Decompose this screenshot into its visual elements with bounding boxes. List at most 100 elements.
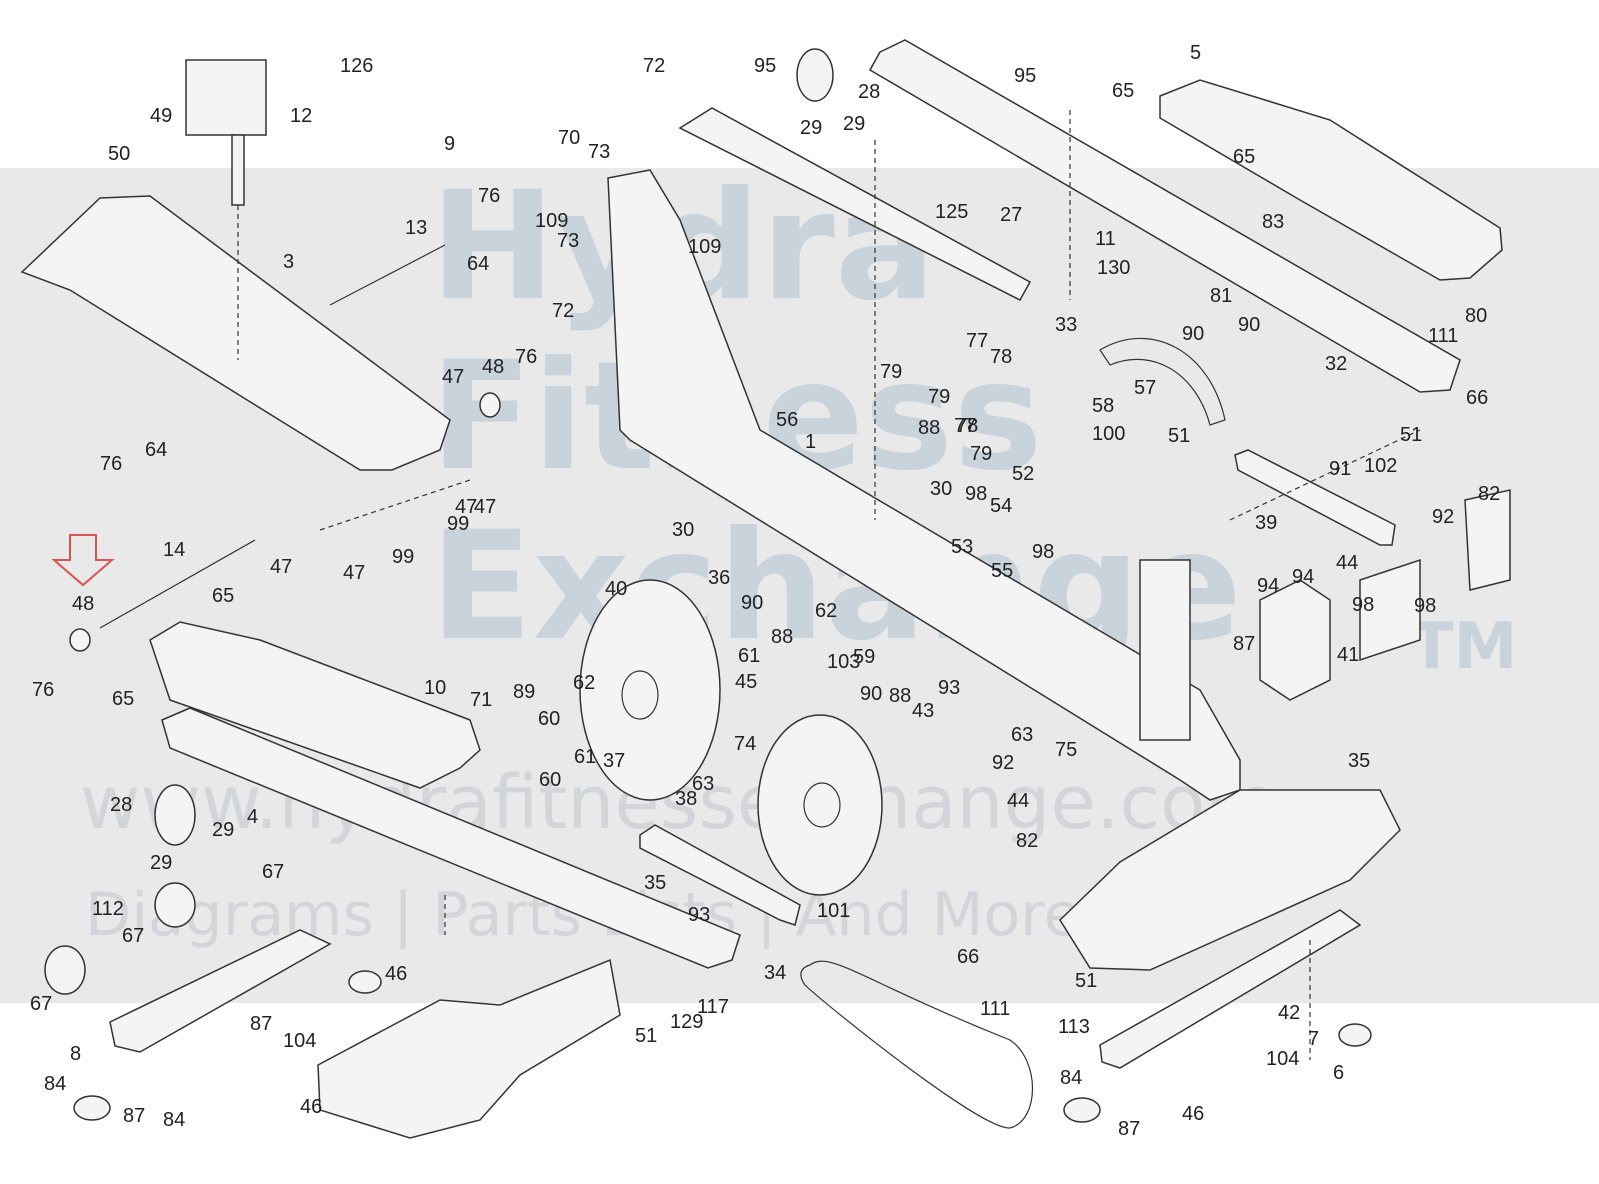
callout-label-3: 3 xyxy=(283,251,294,273)
callout-label-51: 51 xyxy=(1075,970,1097,992)
part-shape-roller-112b xyxy=(44,945,86,995)
callout-label-46: 46 xyxy=(385,963,407,985)
callout-label-60: 60 xyxy=(539,769,561,791)
callout-label-1: 1 xyxy=(805,431,816,453)
callout-label-94: 94 xyxy=(1292,566,1314,588)
callout-label-95: 95 xyxy=(1014,65,1036,87)
callout-label-43: 43 xyxy=(912,700,934,722)
highlight-marker xyxy=(51,534,115,587)
callout-label-87: 87 xyxy=(123,1105,145,1127)
callout-label-76: 76 xyxy=(478,185,500,207)
callout-label-8: 8 xyxy=(70,1043,81,1065)
part-shape-pedal-arm-3 xyxy=(20,195,451,471)
callout-label-47: 47 xyxy=(474,496,496,518)
part-shape-pulley-hub xyxy=(803,782,841,828)
callout-label-54: 54 xyxy=(990,495,1012,517)
callout-label-44: 44 xyxy=(1336,552,1358,574)
callout-label-84: 84 xyxy=(163,1109,185,1131)
callout-label-104: 104 xyxy=(1266,1048,1299,1070)
part-shape-shroud-9 xyxy=(317,958,621,1139)
part-shape-crank-102 xyxy=(1234,449,1396,546)
callout-label-78: 78 xyxy=(990,346,1012,368)
callout-label-28: 28 xyxy=(110,794,132,816)
part-shape-cover-39 xyxy=(1464,489,1511,591)
callout-label-100: 100 xyxy=(1092,423,1125,445)
callout-label-81: 81 xyxy=(1210,285,1232,307)
callout-label-83: 83 xyxy=(1262,211,1284,233)
part-shape-board-40 xyxy=(1359,558,1421,662)
callout-label-44: 44 xyxy=(1007,790,1029,812)
watermark-trademark: TM xyxy=(1410,610,1518,684)
callout-label-92: 92 xyxy=(992,752,1014,774)
callout-label-29: 29 xyxy=(212,819,234,841)
callout-label-42: 42 xyxy=(1278,1002,1300,1024)
callout-label-87: 87 xyxy=(1233,633,1255,655)
callout-label-71: 71 xyxy=(470,689,492,711)
callout-label-73: 73 xyxy=(588,141,610,163)
callout-label-99: 99 xyxy=(447,513,469,535)
callout-label-79: 79 xyxy=(880,361,902,383)
assembly-line xyxy=(1229,429,1421,521)
callout-label-90: 90 xyxy=(1182,323,1204,345)
callout-label-10: 10 xyxy=(424,677,446,699)
callout-label-77: 77 xyxy=(966,330,988,352)
callout-label-48: 48 xyxy=(72,593,94,615)
callout-label-35: 35 xyxy=(644,872,666,894)
callout-label-65: 65 xyxy=(1233,146,1255,168)
callout-label-51: 51 xyxy=(1168,425,1190,447)
callout-label-88: 88 xyxy=(771,626,793,648)
callout-label-30: 30 xyxy=(672,519,694,541)
callout-label-49: 49 xyxy=(150,105,172,127)
part-shape-bearing-48b xyxy=(479,392,501,418)
callout-label-46: 46 xyxy=(300,1096,322,1118)
callout-label-78: 78 xyxy=(956,415,978,437)
callout-label-98: 98 xyxy=(1032,541,1054,563)
callout-label-94: 94 xyxy=(1257,575,1279,597)
callout-label-61: 61 xyxy=(574,746,596,768)
callout-label-80: 80 xyxy=(1465,305,1487,327)
callout-label-55: 55 xyxy=(991,560,1013,582)
part-shape-base-8 xyxy=(109,929,332,1053)
callout-label-88: 88 xyxy=(889,685,911,707)
part-shape-wheel-28-top xyxy=(796,48,834,102)
part-shape-housing-41 xyxy=(1259,579,1331,701)
callout-label-95: 95 xyxy=(754,55,776,77)
callout-label-29: 29 xyxy=(150,852,172,874)
callout-label-64: 64 xyxy=(145,439,167,461)
callout-label-99: 99 xyxy=(392,546,414,568)
part-shape-upright xyxy=(1139,559,1191,741)
callout-label-76: 76 xyxy=(100,453,122,475)
part-shape-foot-46c xyxy=(1063,1097,1101,1123)
part-shapes xyxy=(20,39,1511,1139)
part-shape-motor-stem xyxy=(231,134,245,206)
callout-label-70: 70 xyxy=(558,127,580,149)
callout-label-67: 67 xyxy=(30,993,52,1015)
callout-label-57: 57 xyxy=(1134,377,1156,399)
callout-label-65: 65 xyxy=(212,585,234,607)
callout-label-74: 74 xyxy=(734,733,756,755)
callout-label-37: 37 xyxy=(603,750,625,772)
callout-label-93: 93 xyxy=(688,904,710,926)
callout-label-89: 89 xyxy=(513,681,535,703)
callout-label-62: 62 xyxy=(573,672,595,694)
part-shape-shaft-13 xyxy=(329,244,446,306)
callout-label-6: 6 xyxy=(1333,1062,1344,1084)
callout-label-66: 66 xyxy=(1466,387,1488,409)
callout-label-98: 98 xyxy=(1352,594,1374,616)
callout-label-126: 126 xyxy=(340,55,373,77)
callout-label-12: 12 xyxy=(290,105,312,127)
callout-label-91: 91 xyxy=(1329,458,1351,480)
callout-label-93: 93 xyxy=(938,677,960,699)
callout-label-35: 35 xyxy=(1348,750,1370,772)
callout-label-56: 56 xyxy=(776,409,798,431)
callout-label-90: 90 xyxy=(860,683,882,705)
part-shape-flywheel-hub xyxy=(621,670,659,720)
callout-label-50: 50 xyxy=(108,143,130,165)
callout-label-41: 41 xyxy=(1337,644,1359,666)
callout-label-90: 90 xyxy=(741,592,763,614)
part-shape-pedal-11 xyxy=(1159,79,1503,281)
callout-label-27: 27 xyxy=(1000,204,1022,226)
callout-label-117: 117 xyxy=(697,996,729,1018)
callout-label-102: 102 xyxy=(1364,455,1397,477)
